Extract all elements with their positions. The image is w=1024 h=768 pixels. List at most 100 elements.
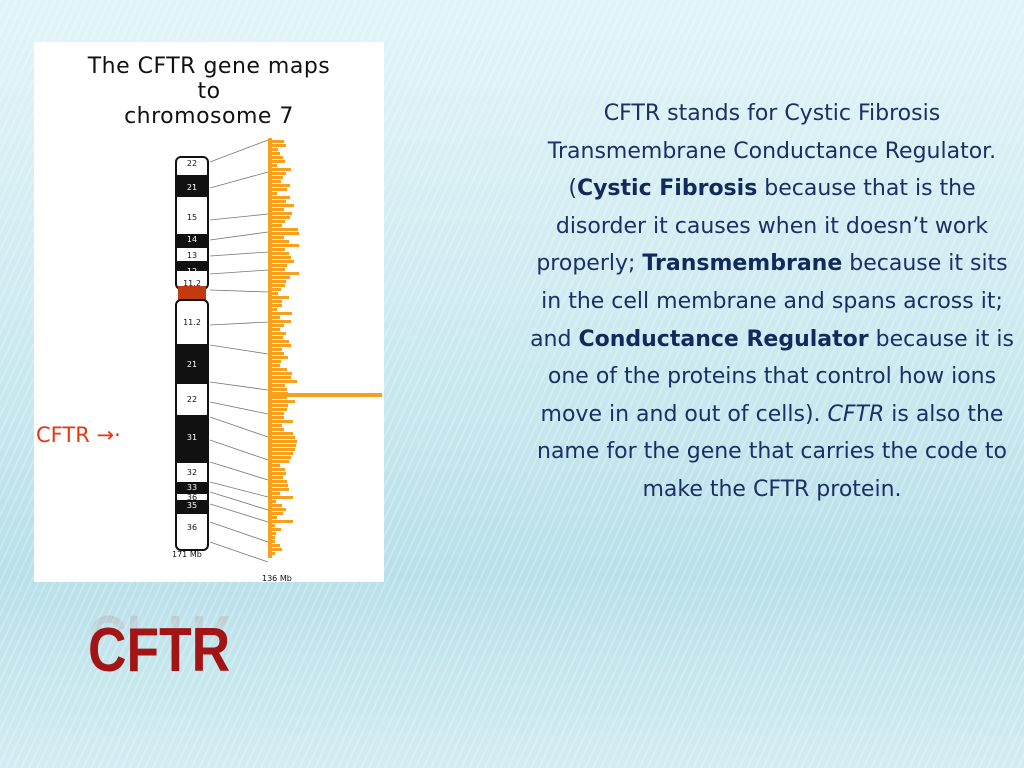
connector-line (209, 401, 269, 415)
histogram-bar (272, 176, 283, 179)
histogram-bar (272, 484, 288, 487)
connector-line (209, 139, 269, 163)
band-label: 36 (187, 523, 197, 532)
histogram-bar (272, 452, 293, 455)
connector-line (209, 416, 269, 438)
histogram-bar (272, 332, 286, 335)
histogram-bar (272, 220, 285, 223)
histogram-bar (272, 204, 294, 207)
chromosome-q-arm (175, 299, 209, 551)
histogram-bar (272, 240, 289, 243)
centromere (178, 286, 206, 302)
histogram-bar (272, 268, 285, 271)
connector-line (209, 321, 269, 326)
histogram-bar (272, 408, 287, 411)
connector-line (209, 491, 269, 511)
histogram-bar (272, 336, 283, 339)
histogram-bar (272, 164, 277, 167)
description-text: CFTR stands for Cystic Fibrosis Transmem… (530, 95, 1014, 509)
histogram-bar (272, 464, 280, 467)
band-dark (177, 482, 207, 494)
histogram-bar (272, 400, 295, 403)
histogram-bar (272, 264, 287, 267)
histogram-bar (272, 352, 284, 355)
histogram-bar (272, 224, 282, 227)
histogram-bar (272, 228, 298, 231)
connector-line (209, 213, 269, 221)
histogram-bar (272, 488, 289, 491)
histogram-bar (272, 456, 291, 459)
histogram-bar (272, 212, 292, 215)
histogram-bar (272, 376, 291, 379)
histogram-bar (272, 192, 277, 195)
connector-line (209, 503, 269, 523)
histogram-bar (272, 296, 289, 299)
histogram-bar (272, 324, 284, 327)
connector-line (209, 251, 269, 257)
band-dark (177, 261, 207, 271)
histogram-bar (272, 252, 289, 255)
histogram-bar (272, 348, 282, 351)
connector-line (209, 541, 269, 563)
histogram-bar (272, 404, 288, 407)
band-label: 15 (187, 213, 197, 222)
figure-caption-line-1: The CFTR gene maps (87, 54, 331, 79)
band-label: 22 (187, 395, 197, 404)
chromosome-figure: The CFTR gene maps to chromosome 7 22 21 1… (34, 42, 384, 582)
description-part-2: because that is the disorder it causes w… (536, 176, 989, 277)
histogram-bar (272, 140, 284, 143)
histogram-bar (272, 468, 285, 471)
histogram-bar (272, 552, 275, 555)
histogram-bar (272, 416, 284, 419)
histogram-bar (272, 184, 290, 187)
histogram-bar (272, 304, 282, 307)
histogram-bar (272, 328, 280, 331)
connector-line (209, 521, 269, 543)
histogram-bar (272, 300, 282, 303)
connector-line (209, 481, 269, 498)
histogram-bar (272, 288, 281, 291)
histogram-bar (272, 480, 287, 483)
histogram-bar (272, 540, 275, 543)
band-dark (177, 344, 207, 384)
histogram-bar (272, 316, 280, 319)
band-dark (177, 234, 207, 248)
description-part-3: because it sits in the cell membrane and… (530, 251, 1008, 352)
histogram-bar (272, 504, 282, 507)
histogram-bar (272, 380, 297, 383)
histogram-bar (272, 424, 282, 427)
histogram-bar (272, 548, 282, 551)
histogram-bar (272, 412, 284, 415)
histogram-bar (272, 384, 285, 387)
histogram-bar (272, 208, 284, 211)
histogram-axis (268, 138, 272, 558)
scale-left-label: 171 Mb (172, 550, 202, 559)
histogram-bar (272, 344, 291, 347)
histogram-bar (272, 340, 289, 343)
description-part-4: because it is one of the proteins that c… (540, 326, 1014, 427)
histogram-bar (272, 472, 286, 475)
figure-caption: The CFTR gene maps to chromosome 7 (34, 54, 384, 129)
band-label: 21 (187, 183, 197, 192)
gene-density-histogram (268, 138, 382, 558)
chromosome-p-arm (175, 156, 209, 290)
band-label: 21 (187, 360, 197, 369)
band-dark (177, 500, 207, 514)
histogram-bar (272, 292, 278, 295)
histogram-bar (272, 260, 294, 263)
histogram-bar (272, 152, 280, 155)
connector-line (209, 269, 269, 275)
histogram-bar (272, 544, 280, 547)
connector-line (209, 344, 269, 355)
band-label: 11.2 (183, 279, 201, 288)
histogram-bar (272, 436, 295, 439)
histogram-bar (272, 420, 293, 423)
histogram-peak-bar (272, 393, 382, 397)
histogram-bar (272, 444, 296, 447)
description-part-1: CFTR stands for Cystic Fibrosis Transmem… (547, 101, 997, 202)
histogram-bar (272, 476, 283, 479)
connector-line (209, 171, 269, 189)
term-transmembrane: Transmembrane (642, 251, 843, 277)
